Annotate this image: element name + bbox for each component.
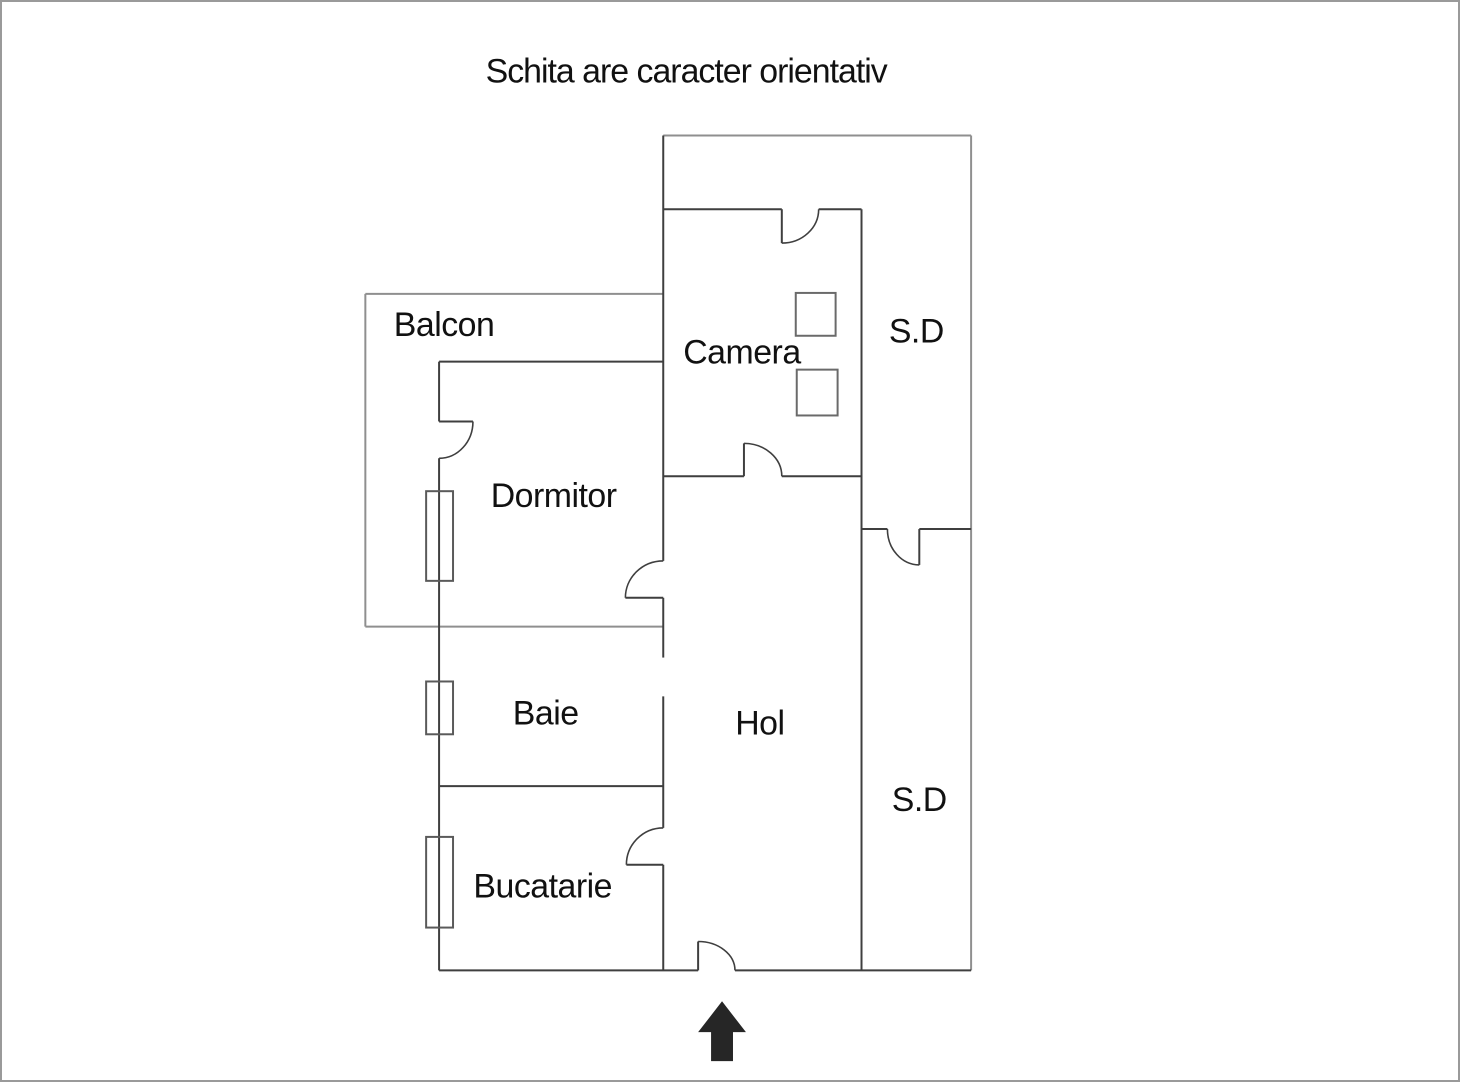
plan-title: Schita are caracter orientativ: [486, 53, 888, 91]
camera-label: Camera: [683, 334, 801, 372]
baie-label: Baie: [513, 694, 579, 732]
camera-fixture-square-bottom: [795, 368, 839, 417]
windows: [425, 490, 455, 929]
door-leaves: [439, 209, 921, 971]
camera-fixtures: [794, 291, 839, 417]
sd-bottom-label: S.D: [892, 781, 947, 819]
entrance-door-arc: [698, 940, 736, 971]
bucatarie-label: Bucatarie: [473, 868, 612, 906]
camera-fixture-square-top: [794, 291, 837, 337]
sd-door-arc: [886, 529, 920, 566]
dormitor-label: Dormitor: [491, 477, 617, 515]
room-labels: Balcon Camera S.D Dormitor Baie Hol S.D …: [394, 306, 947, 906]
sd-top-label: S.D: [889, 313, 944, 351]
door-swing-arcs: [439, 209, 920, 971]
hol-label: Hol: [735, 704, 784, 742]
interior-walls: [438, 135, 972, 972]
camera-top-door-arc: [781, 209, 820, 244]
dormitor-window: [425, 490, 455, 582]
entrance-arrow-icon: [698, 1001, 746, 1062]
bucatarie-window: [425, 835, 455, 929]
balcon-label: Balcon: [394, 306, 495, 344]
dormitor-door-arc: [624, 560, 664, 598]
balcon-door-arc: [439, 421, 474, 460]
outer-walls: [364, 134, 973, 971]
baie-window: [425, 680, 455, 736]
camera-bottom-door-arc: [743, 442, 783, 477]
bucatarie-door-arc: [625, 827, 664, 865]
